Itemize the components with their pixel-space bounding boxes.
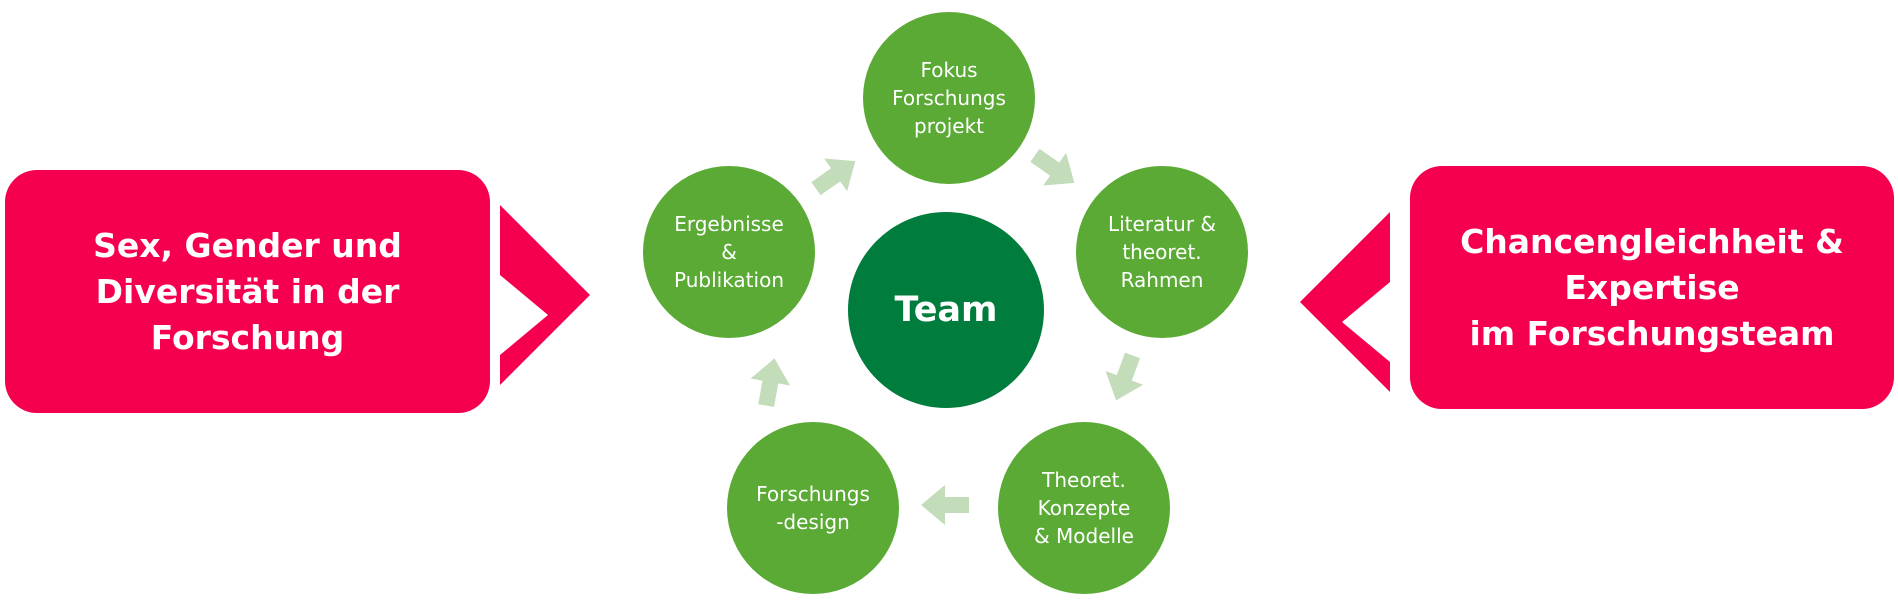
cycle-node-ergebnisse-line-2: & [721,240,737,264]
cycle-node-literatur: Literatur & theoret. Rahmen [1076,166,1248,338]
cycle-node-konzepte-line-2: Konzepte [1037,496,1131,520]
cycle-node-literatur-line-3: Rahmen [1120,268,1204,292]
right-topic-text: Chancengleichheit & Expertise im Forschu… [1460,219,1844,357]
arrow-icon-top-right [1030,148,1075,186]
arrow-icon-top-left [811,158,856,196]
right-topic-box: Chancengleichheit & Expertise im Forschu… [1410,166,1894,409]
left-topic-text: Sex, Gender und Diversität in der Forsch… [93,223,402,361]
center-team-label: Team [894,290,998,330]
cycle-node-konzepte-line-3: & Modelle [1034,524,1134,548]
left-topic-box: Sex, Gender und Diversität in der Forsch… [5,170,490,413]
cycle-node-fokus: Fokus Forschungs projekt [863,12,1035,184]
cycle-node-konzepte-line-1: Theoret. [1042,468,1126,492]
cycle-node-fokus-line-1: Fokus [920,58,978,82]
cycle-node-ergebnisse: Ergebnisse & Publikation [643,166,815,338]
arrow-icon-right [1105,352,1144,401]
right-chevron-icon [1300,212,1390,392]
right-topic-line-3: im Forschungsteam [1469,313,1835,353]
left-topic-line-1: Sex, Gender und [93,225,402,265]
left-topic-line-2: Diversität in der [95,271,400,311]
cycle-node-literatur-line-1: Literatur & [1107,212,1217,236]
cycle-node-ergebnisse-line-1: Ergebnisse [674,212,784,236]
cycle-node-fokus-line-3: projekt [914,114,984,138]
right-topic-line-2: Expertise [1564,267,1740,307]
left-chevron-icon [500,205,590,385]
cycle-node-ergebnisse-line-3: Publikation [674,268,784,292]
cycle-node-fokus-line-2: Forschungs [892,86,1006,110]
left-topic-line-3: Forschung [150,317,345,357]
center-team-circle: Team [848,212,1044,408]
cycle-node-design-line-2: -design [776,510,850,534]
cycle-node-design-line-1: Forschungs [756,482,870,506]
right-topic-line-1: Chancengleichheit & [1460,221,1844,261]
cycle-node-konzepte: Theoret. Konzepte & Modelle [998,422,1170,594]
arrow-icon-left [750,358,791,408]
cycle-node-literatur-line-2: theoret. [1122,240,1202,264]
cycle-node-design: Forschungs -design [727,422,899,594]
arrow-icon-bottom [921,485,969,525]
